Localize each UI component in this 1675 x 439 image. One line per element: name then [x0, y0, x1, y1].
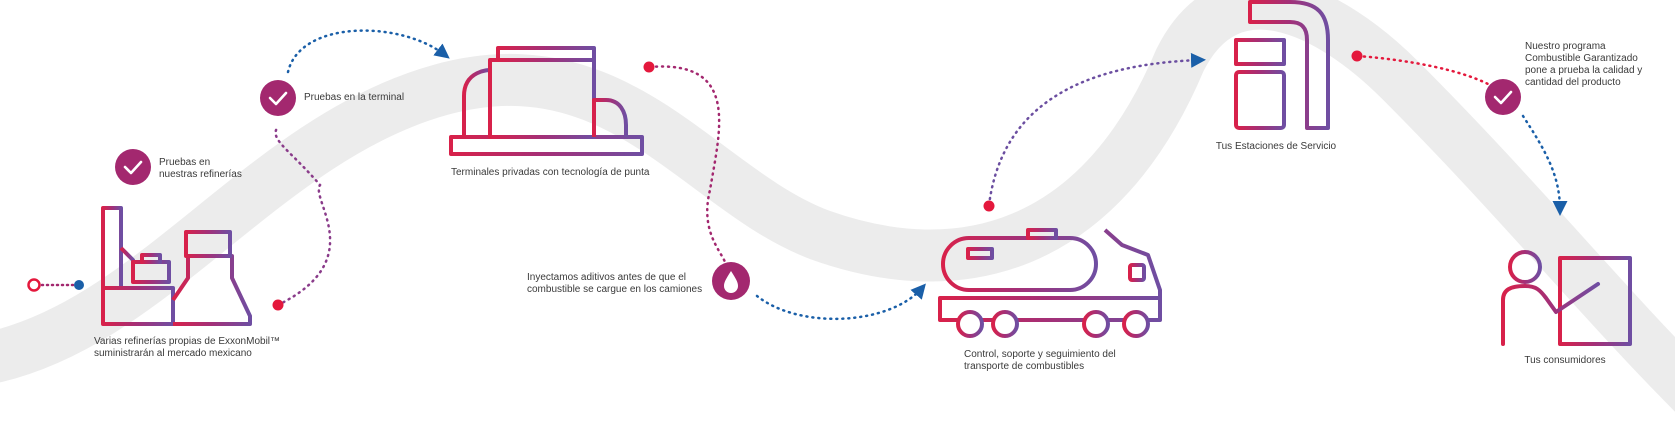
terminals-label: Terminales privadas con tecnología de pu… [451, 167, 650, 178]
checkpoint-program [1485, 79, 1521, 115]
stations-label: Tus Estaciones de Servicio [1215, 141, 1337, 152]
terminal-tests-label: Pruebas en la terminal [304, 92, 405, 103]
tanker-truck-icon [938, 228, 1162, 338]
connector-stations-to-program [1356, 54, 1490, 86]
connector-additives-to-truck [755, 283, 926, 321]
program-label: Nuestro programa Combustible Garantizado… [1525, 41, 1643, 88]
check-icon [123, 160, 143, 175]
refineries-label: Varias refinerías propias de ExxonMobil™… [94, 336, 281, 359]
check-icon [268, 91, 288, 106]
check-icon [1493, 90, 1513, 105]
refinery-tests-label: Pruebas en nuestras refinerías [159, 157, 242, 180]
connector-dot [272, 299, 284, 311]
checkpoint-refinery-tests [115, 149, 151, 185]
connector-dot [643, 61, 655, 73]
connector-dot [983, 200, 995, 212]
connector-refinery-to-terminal-tests [274, 126, 332, 307]
refinery-icon [101, 206, 252, 326]
truck-label: Control, soporte y seguimiento del trans… [964, 349, 1116, 372]
connector-start [27, 278, 84, 292]
checkpoint-terminal-tests [260, 80, 296, 116]
consumers-label: Tus consumidores [1524, 355, 1606, 366]
connector-terminal-tests-to-terminal [286, 29, 450, 74]
connector-truck-to-stations [987, 52, 1206, 207]
connector-dot [1351, 50, 1363, 62]
additives-label: Inyectamos aditivos antes de que el comb… [527, 272, 703, 295]
fuel-pump-icon [1234, 0, 1330, 130]
storage-tank-icon [449, 46, 644, 156]
connector-terminal-to-additives [648, 65, 727, 264]
checkpoint-additives [712, 262, 750, 300]
consumer-presenting-icon [1501, 250, 1632, 346]
connector-program-to-consumers [1521, 114, 1568, 216]
drop-icon [724, 271, 738, 293]
